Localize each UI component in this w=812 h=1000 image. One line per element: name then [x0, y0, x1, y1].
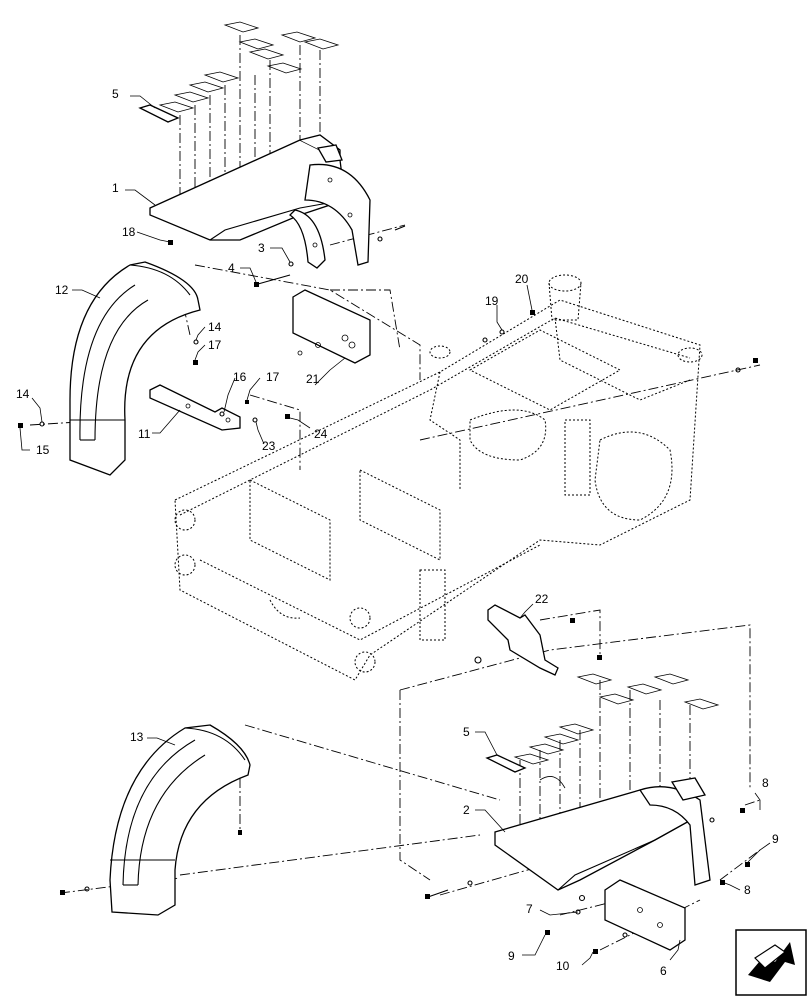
bracket-22 [487, 604, 559, 676]
callout-6: 6 [660, 964, 667, 978]
callout-9-right: 9 [772, 832, 779, 846]
callout-14-right: 14 [208, 320, 222, 334]
callout-17-right: 17 [266, 370, 280, 384]
callout-2: 2 [463, 803, 470, 817]
callout-19: 19 [485, 294, 499, 308]
callout-3: 3 [258, 241, 265, 255]
callout-9-left: 9 [508, 949, 515, 963]
fender-bracket-11 [149, 384, 241, 431]
callout-22: 22 [535, 592, 549, 606]
callout-labels: 5 1 18 3 4 12 14 17 16 17 14 15 11 23 24… [16, 87, 779, 978]
fasteners [18, 225, 758, 954]
chassis-frame [174, 274, 703, 681]
callout-14-left: 14 [16, 387, 30, 401]
callout-16: 16 [233, 370, 247, 384]
callout-5-bottom: 5 [463, 725, 470, 739]
callout-20: 20 [515, 272, 529, 286]
rear-fender-13 [109, 724, 251, 916]
callout-7: 7 [526, 902, 533, 916]
callout-11: 11 [138, 427, 151, 441]
callout-18: 18 [122, 225, 136, 239]
decal-5 [138, 104, 527, 773]
fender-support-plate-bottom [494, 776, 711, 891]
callout-5-top: 5 [112, 87, 119, 101]
callout-10: 10 [556, 959, 570, 973]
cover-plate-6 [604, 879, 686, 951]
rear-fender-12 [69, 261, 201, 476]
next-page-arrow-icon[interactable] [735, 929, 807, 996]
callout-24: 24 [314, 427, 328, 441]
callout-13: 13 [130, 730, 144, 744]
callout-8-top: 8 [762, 776, 769, 790]
callout-leaders [19, 95, 771, 966]
callout-4: 4 [228, 261, 235, 275]
fender-support-plate-top [149, 134, 371, 269]
cover-plate-21 [292, 289, 371, 364]
callout-1: 1 [112, 181, 119, 195]
callout-23: 23 [262, 439, 276, 453]
callout-12: 12 [55, 283, 69, 297]
callout-17-left: 17 [208, 338, 222, 352]
callout-21: 21 [306, 372, 320, 386]
callout-8-bottom: 8 [744, 883, 751, 897]
callout-15: 15 [36, 443, 50, 457]
